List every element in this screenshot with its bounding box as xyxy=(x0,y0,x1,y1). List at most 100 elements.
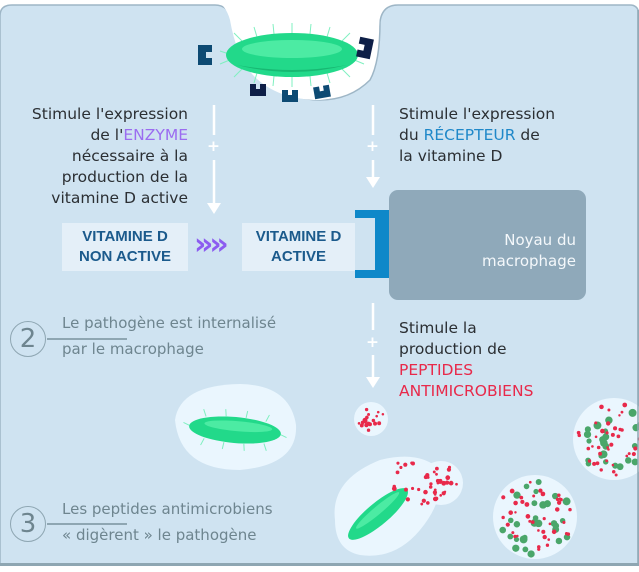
peptide-dot-red xyxy=(556,500,562,505)
peptide-dot-red xyxy=(586,446,591,451)
peptide-dot-red xyxy=(381,412,385,416)
peptide-dot-red xyxy=(568,507,572,512)
peptide-dot-red xyxy=(420,502,424,506)
peptide-dot-red xyxy=(501,495,506,500)
peptide-dot-red xyxy=(537,529,540,532)
receptor-highlight: RÉCEPTEUR xyxy=(423,126,516,144)
peptide-dot-red xyxy=(591,445,594,448)
peptide-dot-red xyxy=(410,461,414,465)
peptide-dot-red xyxy=(618,427,622,432)
enzyme-note: Stimule l'expression de l'ENZYME nécessa… xyxy=(10,104,188,209)
peptide-dot-red xyxy=(625,454,629,458)
peptide-dot-red xyxy=(592,461,597,466)
receptor-prefix: du xyxy=(399,126,424,144)
receptor-note-line: du RÉCEPTEUR de xyxy=(399,125,629,146)
peptide-dot-red xyxy=(357,422,361,425)
enzyme-note-line: Stimule l'expression xyxy=(31,105,188,123)
peptide-dot-red xyxy=(509,488,515,494)
receptor-suffix: de xyxy=(515,126,540,144)
inactive-line: VITAMINE D xyxy=(82,228,168,245)
receptor-note: Stimule l'expression du RÉCEPTEUR de la … xyxy=(399,104,629,167)
inactive-line: NON ACTIVE xyxy=(79,248,171,265)
peptide-dot-red xyxy=(444,480,450,485)
peptide-dot-red xyxy=(362,417,368,423)
peptide-dot-red xyxy=(434,496,439,501)
peptide-dot-green xyxy=(555,537,563,545)
peptide-dot-red xyxy=(555,497,560,502)
peptide-dot-red xyxy=(448,480,454,486)
plus-sign-enzyme: + xyxy=(207,137,220,155)
peptide-dot-red xyxy=(542,517,546,521)
peptide-dot-green xyxy=(507,533,514,540)
peptide-dot-red xyxy=(364,407,369,412)
peptide-dot-green xyxy=(512,544,520,552)
peptide-dot-red xyxy=(551,529,557,535)
peptide-dot-red xyxy=(429,482,433,486)
peptide-dot-red xyxy=(599,404,604,410)
granule-small xyxy=(354,402,388,436)
peptide-dot-green xyxy=(522,546,529,553)
peptide-dot-green xyxy=(539,501,547,509)
receptors xyxy=(198,36,374,102)
peptide-dot-red xyxy=(432,470,436,474)
peptide-dot-red xyxy=(562,520,566,524)
peptide-dot-red xyxy=(446,467,452,472)
peptide-dot-red xyxy=(403,487,408,492)
pathogen-digested xyxy=(348,488,408,540)
peptide-note: Stimule la production de PEPTIDES ANTIMI… xyxy=(399,318,629,402)
peptide-dot-red xyxy=(405,497,410,502)
peptide-dot-red xyxy=(441,480,447,486)
peptide-dot-red xyxy=(524,502,530,507)
peptide-dot-red xyxy=(538,488,543,493)
peptide-dot-red xyxy=(600,428,605,434)
peptide-dot-green xyxy=(527,550,535,558)
receptor-note-line: Stimule l'expression xyxy=(399,105,556,123)
peptide-dot-red xyxy=(519,495,524,500)
peptide-dot-red xyxy=(614,473,618,477)
peptide-dot-red xyxy=(620,410,624,414)
peptide-dot-red xyxy=(366,428,371,432)
peptide-dot-red xyxy=(545,543,550,547)
peptide-dot-red xyxy=(417,487,421,492)
peptide-dot-red xyxy=(540,491,546,497)
peptide-dot-red xyxy=(537,545,541,549)
peptide-dot-green xyxy=(534,519,543,528)
cell-bottom-border xyxy=(0,563,639,566)
peptide-dot-green xyxy=(531,500,538,507)
peptide-note-line: production de xyxy=(399,340,507,358)
peptide-dot-red xyxy=(439,494,443,497)
peptide-dot-red xyxy=(403,462,408,467)
peptide-dot-red xyxy=(616,434,621,439)
macrophage-nucleus: Noyau du macrophage xyxy=(389,190,586,300)
peptide-dot-red xyxy=(611,469,616,474)
peptide-dot-green xyxy=(628,408,637,417)
peptide-dot-red xyxy=(367,412,371,416)
peptide-dot-red xyxy=(587,459,592,463)
peptide-dot-red xyxy=(530,520,535,524)
peptide-dot-red xyxy=(435,478,440,483)
peptide-dot-red xyxy=(541,529,546,534)
peptide-dot-red xyxy=(501,515,505,520)
peptide-dot-red xyxy=(426,501,430,505)
nuclear-receptor xyxy=(355,210,389,278)
peptide-dot-green xyxy=(523,483,530,490)
peptide-dot-red xyxy=(599,468,603,472)
peptide-dot-red xyxy=(435,466,439,471)
conversion-chevrons-icon: »» xyxy=(194,227,229,262)
enzyme-prefix: de l' xyxy=(90,126,124,144)
nucleus-label: Noyau du xyxy=(504,231,576,249)
step-3-line: « digèrent » le pathogène xyxy=(62,526,257,544)
peptide-dot-red xyxy=(441,491,446,496)
step-2-text: Le pathogène est internalisé par le macr… xyxy=(62,310,276,362)
arrow-peptides xyxy=(366,303,380,388)
peptide-dot-red xyxy=(631,451,636,457)
step-3-number: 3 xyxy=(10,506,46,542)
peptide-dot-green xyxy=(631,458,639,466)
peptide-dot-red xyxy=(513,534,517,539)
enzyme-highlight: ENZYME xyxy=(123,126,188,144)
peptide-dot-red xyxy=(622,402,628,408)
peptide-dot-red xyxy=(423,489,428,495)
peptide-dot-green xyxy=(586,438,592,444)
peptide-dot-red xyxy=(606,421,611,426)
peptide-dot-red xyxy=(559,497,563,502)
